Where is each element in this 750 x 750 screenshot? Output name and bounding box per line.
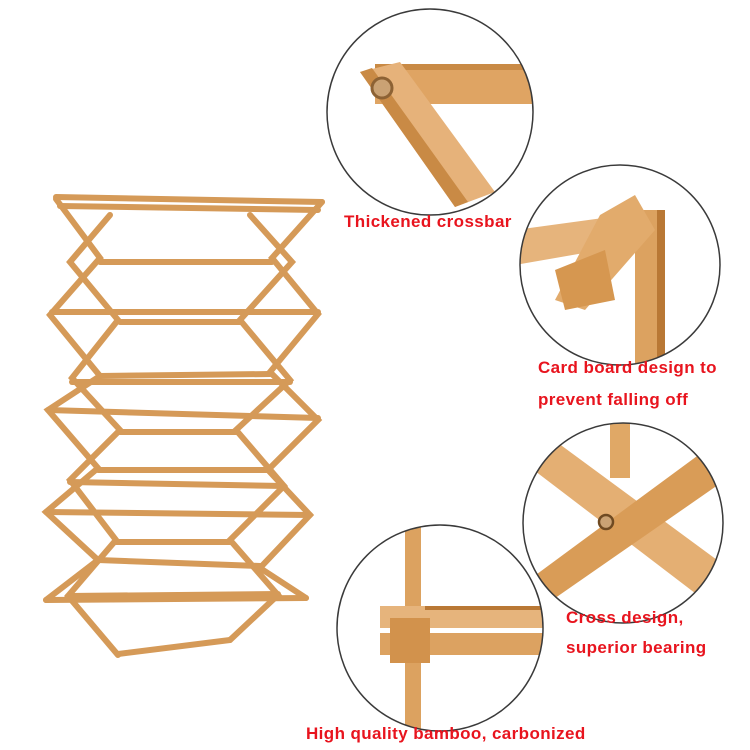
detail-circle-bamboo	[336, 524, 544, 732]
caption-cardboard-line2: prevent falling off	[538, 390, 689, 409]
caption-cardboard-line1: Card board design to	[538, 358, 717, 377]
detail-circle-cross	[522, 422, 724, 624]
caption-bamboo: High quality bamboo, carbonized	[306, 724, 586, 743]
detail-circle-cardboard	[519, 164, 721, 366]
caption-cross-line1: Cross design,	[566, 608, 684, 627]
detail-circle-crossbar	[326, 8, 534, 216]
caption-cross-line2: superior bearing	[566, 638, 707, 657]
caption-thickened-crossbar: Thickened crossbar	[344, 212, 512, 231]
